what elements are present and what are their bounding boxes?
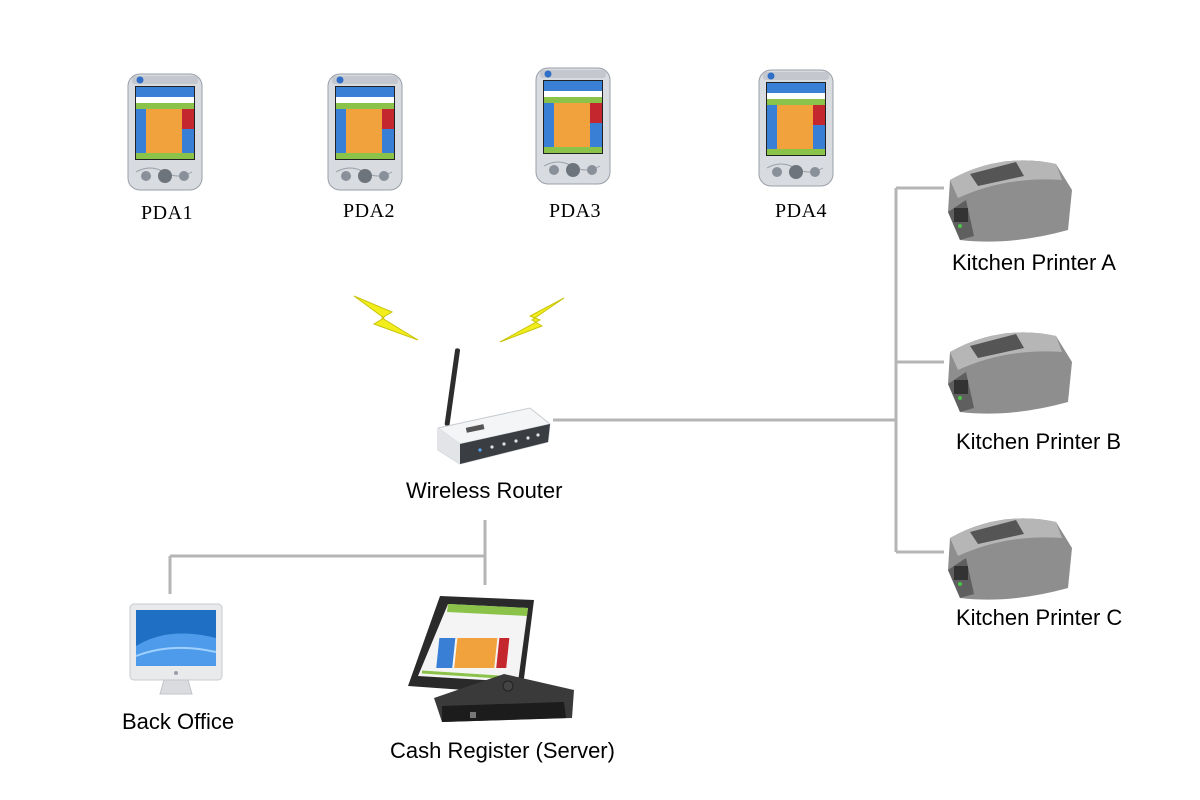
cash-register-icon [408,596,574,722]
wireless-signal-right-icon [499,297,565,343]
kitchen-printer-b-label: Kitchen Printer B [956,429,1122,454]
cash-register-label: Cash Register (Server) [390,738,615,763]
wireless-signal-left-icon [353,295,419,341]
kitchen-printer-a-label: Kitchen Printer A [952,250,1116,275]
pda-2-icon [327,73,403,191]
pda-3-label: PDA3 [549,200,602,222]
kitchen-printer-c-label: Kitchen Printer C [956,605,1123,630]
back-office-label: Back Office [122,709,235,734]
pda-4-label: PDA4 [775,200,828,222]
kitchen-printer-a-icon [948,160,1072,242]
pda-4-icon [758,69,834,187]
pda-2-label: PDA2 [343,200,396,222]
wireless-router-label: Wireless Router [406,478,563,503]
pda-1-icon [127,73,203,191]
pda-1-label: PDA1 [141,202,194,224]
pda-3-icon [535,67,611,185]
kitchen-printer-b-icon [948,332,1072,414]
back-office-computer-icon [129,603,223,695]
wireless-router-icon [437,348,551,465]
kitchen-printer-c-icon [948,518,1072,600]
